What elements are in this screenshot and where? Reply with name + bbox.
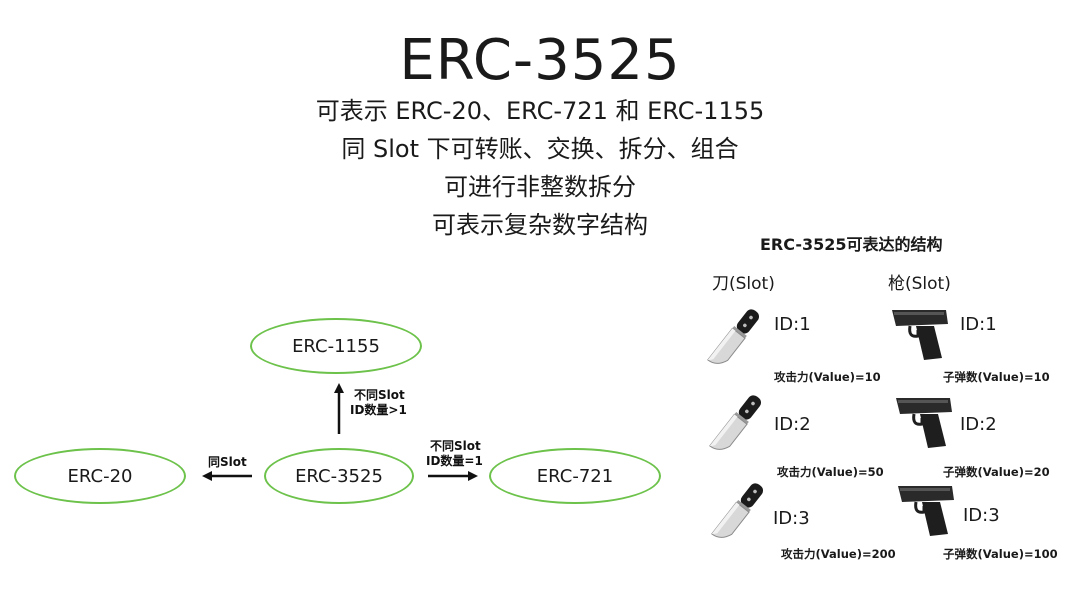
gun-item-value: 子弹数(Value)=20 bbox=[943, 465, 1050, 479]
feature-list: 可表示 ERC-20、ERC-721 和 ERC-1155 同 Slot 下可转… bbox=[0, 92, 1080, 244]
knife-icon bbox=[707, 309, 760, 364]
gun-item-id: ID:1 bbox=[960, 314, 997, 335]
pistol-icon bbox=[898, 486, 954, 536]
knife-item-id: ID:3 bbox=[773, 508, 810, 529]
gun-item-value: 子弹数(Value)=100 bbox=[943, 547, 1058, 561]
structure-title: ERC-3525可表达的结构 bbox=[760, 235, 943, 254]
knife-item-value: 攻击力(Value)=10 bbox=[774, 370, 881, 384]
node-erc20: ERC-20 bbox=[14, 448, 186, 504]
knife-icon bbox=[711, 483, 764, 538]
node-erc721: ERC-721 bbox=[489, 448, 661, 504]
node-erc3525: ERC-3525 bbox=[264, 448, 414, 504]
feature-item: 同 Slot 下可转账、交换、拆分、组合 bbox=[341, 135, 739, 163]
knife-item-id: ID:2 bbox=[774, 414, 811, 435]
gun-item-id: ID:3 bbox=[963, 505, 1000, 526]
feature-item: 可进行非整数拆分 bbox=[444, 173, 636, 201]
edge-label-same-slot: 同Slot bbox=[208, 455, 247, 469]
feature-item: 可表示 ERC-20、ERC-721 和 ERC-1155 bbox=[315, 97, 765, 125]
node-erc1155: ERC-1155 bbox=[250, 318, 422, 374]
column-header-knife: 刀(Slot) bbox=[712, 274, 775, 294]
knife-icon bbox=[709, 395, 762, 450]
pistol-icon bbox=[896, 398, 952, 448]
knife-item-value: 攻击力(Value)=200 bbox=[781, 547, 896, 561]
page-title: ERC-3525 bbox=[399, 28, 681, 93]
gun-item-id: ID:2 bbox=[960, 414, 997, 435]
gun-item-value: 子弹数(Value)=10 bbox=[943, 370, 1050, 384]
edge-label-to-erc721: 不同Slot ID数量=1 bbox=[426, 439, 483, 468]
edge-label-to-erc1155: 不同Slot ID数量>1 bbox=[350, 388, 407, 417]
knife-item-id: ID:1 bbox=[774, 314, 811, 335]
column-header-gun: 枪(Slot) bbox=[888, 274, 951, 294]
feature-item: 可表示复杂数字结构 bbox=[432, 211, 648, 239]
knife-item-value: 攻击力(Value)=50 bbox=[777, 465, 884, 479]
pistol-icon bbox=[892, 310, 948, 360]
